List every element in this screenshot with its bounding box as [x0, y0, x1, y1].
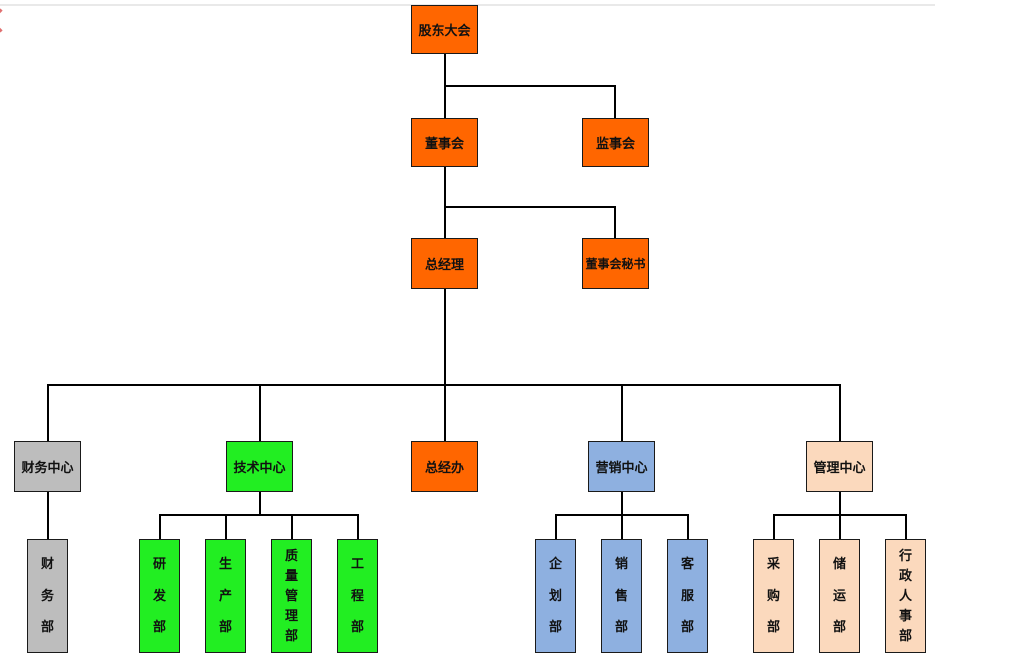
quality-dept-box: 质 量 管 理 部 [271, 539, 312, 653]
dept-char: 人 [898, 589, 912, 604]
finance-dept-box: 财 务 部 [27, 539, 68, 653]
dept-char: 生 [218, 557, 232, 573]
technology-center-label: 技术中心 [233, 461, 286, 476]
dept-char: 工 [350, 557, 364, 573]
dept-char: 部 [898, 629, 912, 644]
connector [555, 514, 557, 540]
dept-char: 量 [284, 569, 298, 584]
dept-char: 部 [614, 619, 628, 635]
finance-center-label: 财务中心 [21, 461, 74, 476]
board-secretary-label: 董事会秘书 [585, 257, 646, 271]
dept-char: 部 [766, 619, 780, 635]
dept-char: 部 [832, 619, 846, 635]
connector [839, 384, 841, 442]
shareholders-label: 股东大会 [418, 24, 471, 39]
dept-char: 部 [218, 619, 232, 635]
dept-char: 部 [284, 629, 298, 644]
board-label: 董事会 [424, 137, 464, 152]
dept-char: 务 [40, 588, 54, 604]
supervisors-box: 监事会 [582, 118, 649, 167]
management-center-label: 管理中心 [813, 461, 866, 476]
dept-char: 研 [152, 557, 166, 573]
engineering-dept-box: 工 程 部 [337, 539, 378, 653]
board-box: 董事会 [411, 118, 478, 167]
dept-char: 售 [614, 588, 628, 604]
admin-hr-dept-box: 行 政 人 事 部 [885, 539, 926, 653]
connector [444, 166, 446, 239]
finance-center-box: 财务中心 [14, 441, 81, 492]
connector [357, 514, 359, 540]
ceo-box: 总经理 [411, 238, 478, 289]
connector [687, 514, 689, 540]
dept-char: 财 [40, 557, 54, 573]
connector [47, 384, 49, 442]
connector [159, 514, 161, 540]
dept-char: 部 [680, 619, 694, 635]
purchasing-dept-box: 采 购 部 [753, 539, 794, 653]
connector [839, 491, 841, 515]
dept-char: 运 [832, 588, 846, 604]
dept-char: 产 [218, 588, 232, 604]
marketing-center-box: 营销中心 [588, 441, 655, 492]
connector [773, 514, 775, 540]
dept-char: 购 [766, 588, 780, 604]
production-dept-box: 生 产 部 [205, 539, 246, 653]
shareholders-box: 股东大会 [411, 5, 478, 54]
connector [259, 384, 261, 442]
dept-char: 发 [152, 588, 166, 604]
dept-char: 部 [40, 619, 54, 635]
dept-char: 销 [614, 557, 628, 573]
dept-char: 质 [284, 549, 298, 564]
planning-dept-box: 企 划 部 [535, 539, 576, 653]
dept-char: 行 [898, 549, 912, 564]
connector [225, 514, 227, 540]
connector [444, 206, 616, 208]
technology-center-box: 技术中心 [226, 441, 293, 492]
dept-char: 政 [898, 569, 912, 584]
connector [47, 384, 841, 386]
connector [614, 85, 616, 119]
connector [259, 491, 261, 515]
connector [614, 206, 616, 239]
connector [291, 514, 293, 540]
dept-char: 事 [898, 609, 912, 624]
dept-char: 服 [680, 588, 694, 604]
dept-char: 储 [832, 557, 846, 573]
ceo-office-box: 总经办 [411, 441, 478, 492]
connector [839, 514, 841, 540]
dept-char: 理 [284, 609, 298, 624]
rnd-dept-box: 研 发 部 [139, 539, 180, 653]
dept-char: 部 [152, 619, 166, 635]
service-dept-box: 客 服 部 [667, 539, 708, 653]
connector [621, 514, 623, 540]
management-center-box: 管理中心 [806, 441, 873, 492]
dept-char: 企 [548, 557, 562, 573]
corner-arrow-icon [0, 8, 13, 33]
ceo-label: 总经理 [424, 258, 464, 273]
connector [159, 514, 359, 516]
dept-char: 程 [350, 588, 364, 604]
connector [905, 514, 907, 540]
dept-char: 客 [680, 557, 694, 573]
supervisors-label: 监事会 [595, 137, 635, 152]
dept-char: 部 [350, 619, 364, 635]
logistics-dept-box: 储 运 部 [819, 539, 860, 653]
sales-dept-box: 销 售 部 [601, 539, 642, 653]
dept-char: 部 [548, 619, 562, 635]
board-secretary-box: 董事会秘书 [582, 238, 649, 289]
connector [621, 491, 623, 515]
connector [444, 288, 446, 442]
connector [621, 384, 623, 442]
dept-char: 采 [766, 557, 780, 573]
dept-char: 管 [284, 589, 298, 604]
dept-char: 划 [548, 588, 562, 604]
connector [47, 491, 49, 540]
connector [444, 85, 616, 87]
ceo-office-label: 总经办 [424, 461, 464, 476]
marketing-center-label: 营销中心 [595, 461, 648, 476]
